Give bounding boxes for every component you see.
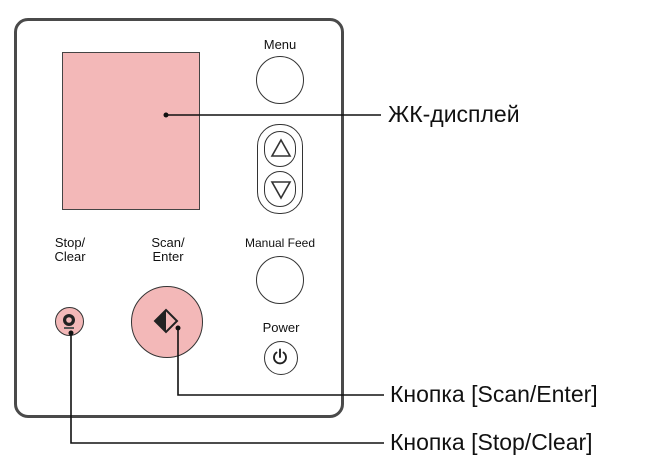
down-arrow-icon <box>270 181 292 200</box>
menu-button[interactable] <box>256 56 304 104</box>
lcd-callout: ЖК-дисплей <box>388 101 520 127</box>
stop-leader-line <box>70 333 384 444</box>
stop-label-line1: Stop/ <box>54 235 86 250</box>
stop-clear-callout: Кнопка [Stop/Clear] <box>390 429 593 455</box>
stop-clear-label: Stop/ Clear <box>44 236 96 264</box>
start-diamond-icon <box>153 308 179 334</box>
power-button[interactable] <box>264 341 298 375</box>
scan-leader-line <box>177 328 384 396</box>
stop-leader-dot <box>68 330 74 336</box>
scan-enter-button[interactable] <box>131 286 203 358</box>
stop-label-line2: Clear <box>54 249 86 264</box>
up-down-rocker[interactable] <box>257 124 303 214</box>
up-button[interactable] <box>264 131 296 167</box>
stop-clear-button[interactable] <box>55 307 84 336</box>
scan-enter-callout: Кнопка [Scan/Enter] <box>390 381 598 407</box>
power-icon <box>273 348 287 365</box>
stop-icon <box>63 314 75 329</box>
manual-feed-button[interactable] <box>256 256 304 304</box>
lcd-leader-dot <box>163 112 169 118</box>
power-label: Power <box>262 320 300 335</box>
up-arrow-icon <box>270 138 292 157</box>
menu-label: Menu <box>263 37 297 52</box>
lcd-display <box>62 52 200 210</box>
scan-enter-label: Scan/ Enter <box>140 236 196 264</box>
down-button[interactable] <box>264 171 296 207</box>
scan-label-line2: Enter <box>152 249 184 264</box>
manual-feed-label: Manual Feed <box>244 236 316 250</box>
scan-label-line1: Scan/ <box>151 235 185 250</box>
scan-leader-dot <box>175 325 181 331</box>
